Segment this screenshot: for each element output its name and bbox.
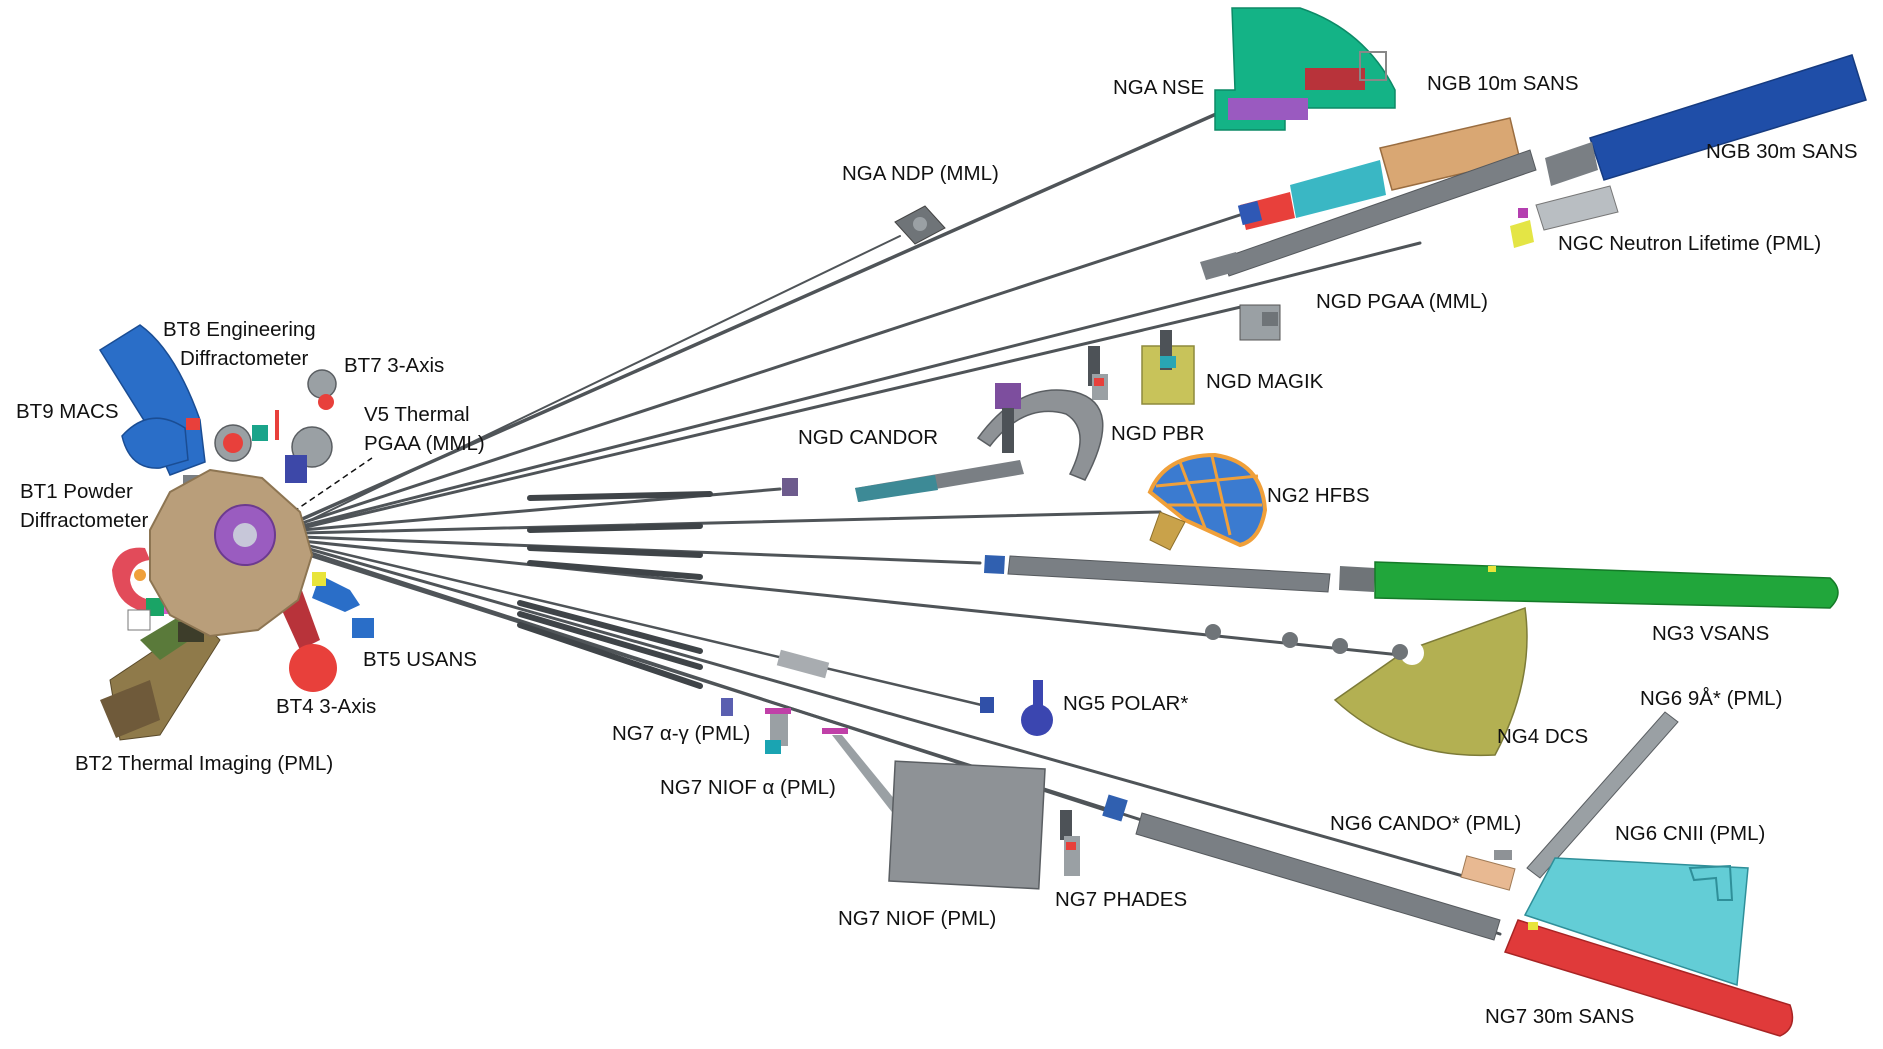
nga-ndp-instrument — [894, 205, 946, 245]
label-bt2: BT2 Thermal Imaging (PML) — [75, 752, 333, 775]
bt9-macs-instrument — [121, 417, 189, 469]
label-v5-line1: V5 Thermal — [364, 403, 470, 426]
ngd-magik-instrument — [1141, 330, 1195, 405]
label-ng7-alpha-gamma: NG7 α-γ (PML) — [612, 722, 750, 745]
guide-ngb — [300, 208, 1257, 525]
label-ng7-niof: NG7 NIOF (PML) — [838, 907, 996, 930]
ng6-9a-instrument — [1526, 711, 1679, 879]
label-bt9-macs: BT9 MACS — [16, 400, 119, 423]
label-ngd-pbr: NGD PBR — [1111, 422, 1204, 445]
label-ng7-phades: NG7 PHADES — [1055, 888, 1187, 911]
label-ngd-magik: NGD MAGIK — [1206, 370, 1324, 393]
label-v5-line2: PGAA (MML) — [364, 432, 485, 455]
label-ng3-vsans: NG3 VSANS — [1652, 622, 1769, 645]
guide-nga-ndp — [299, 235, 901, 526]
label-ng6-9a: NG6 9Å* (PML) — [1640, 687, 1782, 710]
ng7-30m-sans-tank — [1503, 919, 1794, 1037]
label-bt4: BT4 3-Axis — [276, 695, 376, 718]
reactor-core — [149, 468, 314, 638]
guide-ngd-pgaa — [300, 304, 1247, 530]
guide-ng6 — [300, 545, 1472, 880]
ng3-vsans-tank — [1374, 561, 1839, 609]
label-bt5: BT5 USANS — [363, 648, 477, 671]
bt1-instrument — [112, 547, 150, 612]
guide-ngc — [300, 241, 1422, 528]
label-ng5-polar: NG5 POLAR* — [1063, 692, 1188, 715]
ngd-pgaa-instrument — [1239, 304, 1281, 341]
ng6-cnii-instrument — [1523, 857, 1749, 987]
label-ng7-30m-sans: NG7 30m SANS — [1485, 1005, 1634, 1028]
label-ng4-dcs: NG4 DCS — [1497, 725, 1588, 748]
label-ngd-pgaa: NGD PGAA (MML) — [1316, 290, 1488, 313]
ng3-vsans-instrument — [984, 555, 1839, 609]
guide-ng5 — [300, 542, 992, 709]
ngd-pbr-instrument — [1088, 346, 1108, 400]
label-ngb-10m-sans: NGB 10m SANS — [1427, 72, 1579, 95]
label-nga-ndp: NGA NDP (MML) — [842, 162, 999, 185]
label-ngc-neutron-lifetime: NGC Neutron Lifetime (PML) — [1558, 232, 1821, 255]
bt7-instrument — [307, 369, 337, 410]
label-ng7-niof-alpha: NG7 NIOF α (PML) — [660, 776, 836, 799]
label-ng2-hfbs: NG2 HFBS — [1267, 484, 1370, 507]
label-ngd-candor: NGD CANDOR — [798, 426, 938, 449]
ngd-candor-instrument — [782, 383, 1104, 502]
v5-pgaa-instrument — [285, 426, 333, 483]
ng7-30m-sans-instrument — [1102, 794, 1794, 1037]
ngb-10m-sans-instrument — [1237, 117, 1521, 230]
label-bt7: BT7 3-Axis — [344, 354, 444, 377]
ng4-dcs-instrument — [1205, 606, 1528, 757]
guide-ng2 — [300, 510, 1162, 535]
label-nga-nse: NGA NSE — [1113, 76, 1204, 99]
ng6-cando-instrument — [1460, 850, 1516, 891]
ng7-phades-instrument — [1060, 810, 1080, 876]
label-bt8-line2: Diffractometer — [180, 347, 309, 370]
ng7-alpha-gamma-instrument — [721, 698, 905, 816]
label-bt1-line2: Diffractometer — [20, 509, 149, 532]
label-ng6-cando: NG6 CANDO* (PML) — [1330, 812, 1521, 835]
label-bt1-line1: BT1 Powder — [20, 480, 133, 503]
label-bt8-line1: BT8 Engineering — [163, 318, 316, 341]
ng2-hfbs-instrument — [1147, 452, 1268, 551]
guide-shielding-segments — [517, 491, 713, 689]
label-ngb-30m-sans: NGB 30m SANS — [1706, 140, 1858, 163]
ng7-niof-block — [888, 760, 1046, 890]
bt5-usans-instrument — [312, 572, 374, 638]
ngc-neutron-lifetime-instrument — [1200, 185, 1619, 280]
ngb-30m-sans-tank — [1589, 54, 1867, 181]
ng5-polar-instrument — [776, 649, 1053, 736]
label-ng6-cnii: NG6 CNII (PML) — [1615, 822, 1765, 845]
nga-nse-instrument — [1214, 7, 1396, 131]
